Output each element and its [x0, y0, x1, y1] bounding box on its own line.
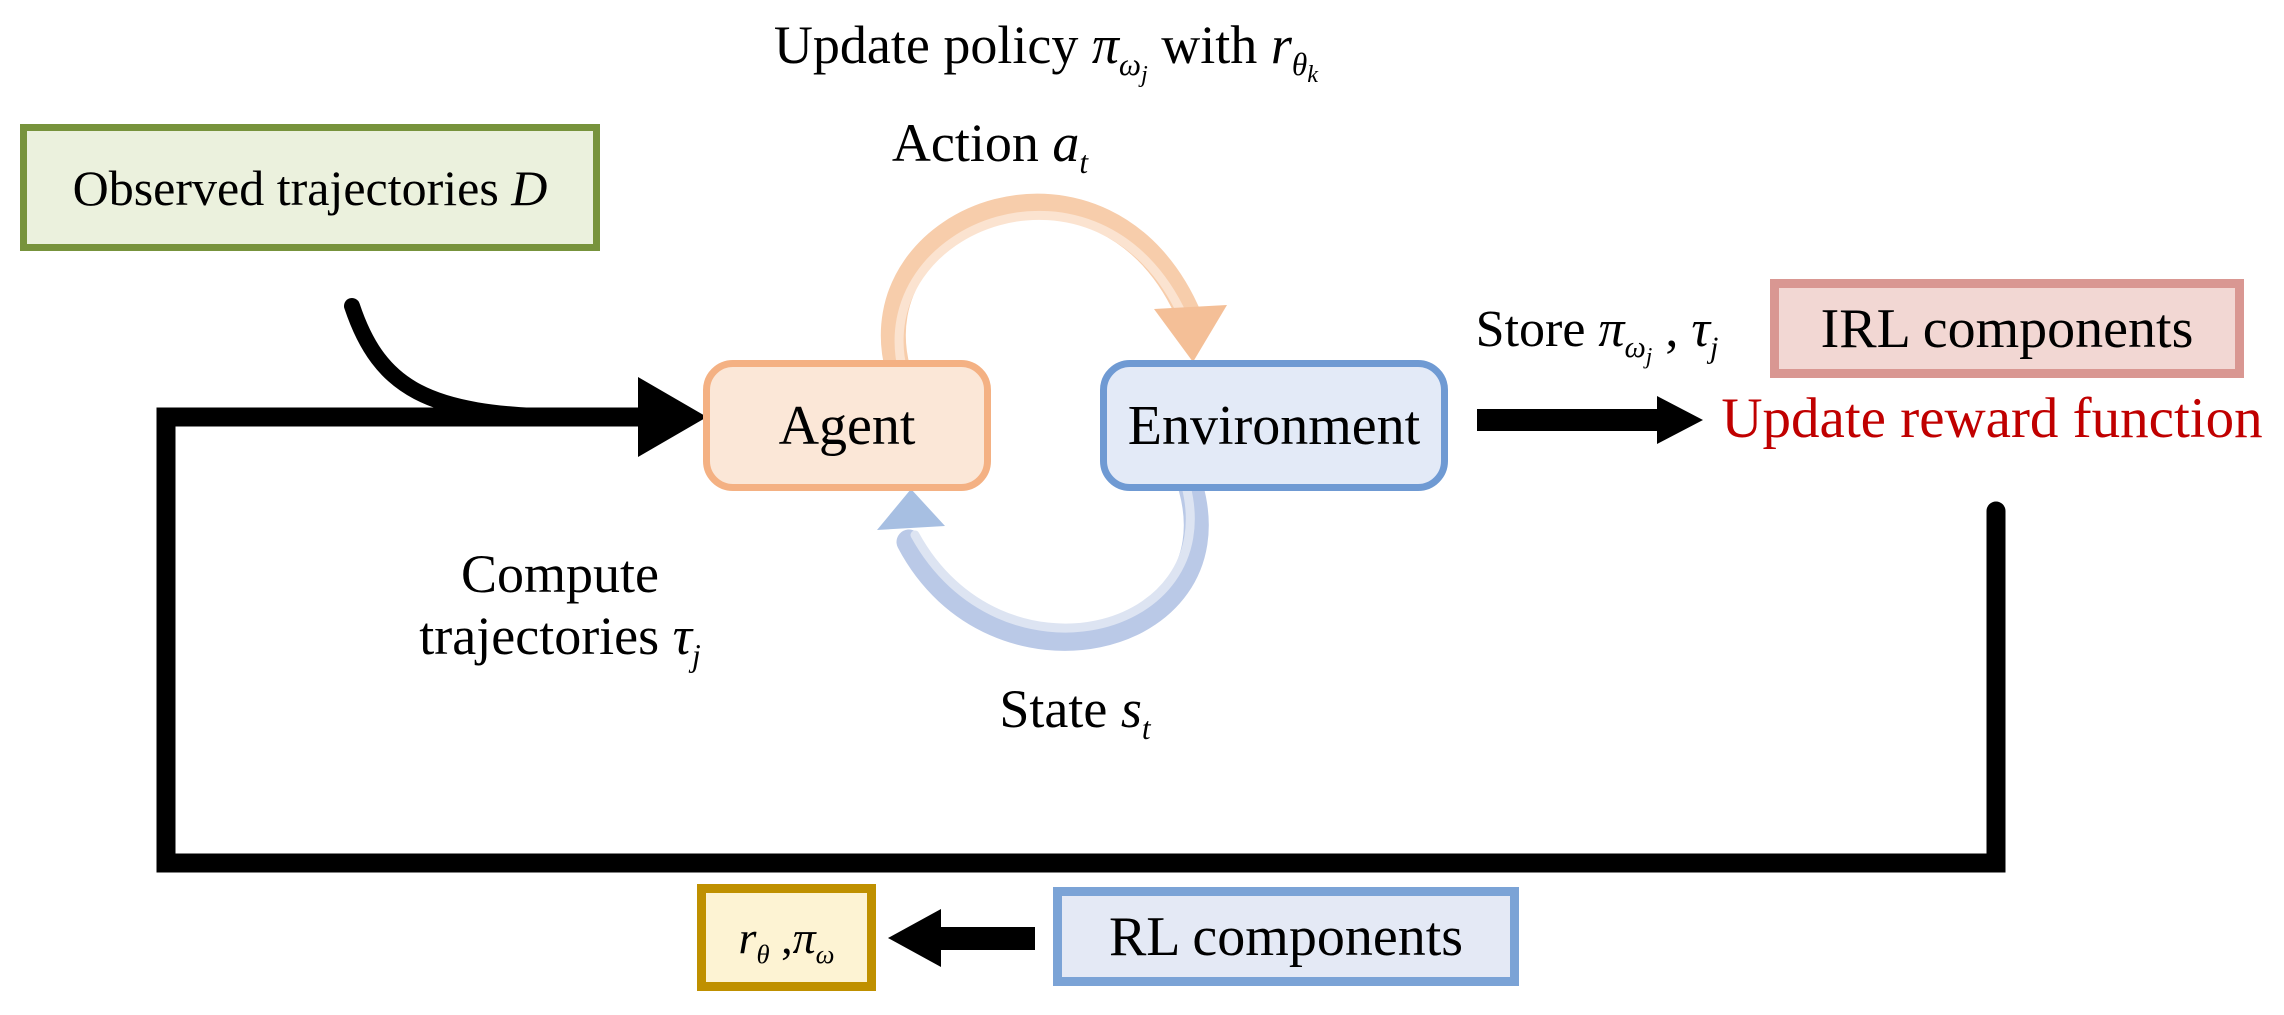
compute-trajectories-line1: Compute — [461, 544, 659, 604]
reward-policy-label: rθ ,πω — [738, 912, 835, 970]
environment-box: Environment — [1100, 360, 1448, 491]
action-label: Action at — [891, 113, 1089, 180]
reward-policy-box: rθ ,πω — [697, 884, 876, 991]
action-arc — [880, 193, 1203, 383]
state-arc — [896, 475, 1209, 651]
action-arc-highlight — [894, 210, 1188, 377]
action-arc-arrowhead — [1154, 305, 1227, 362]
feedback-loop-line — [156, 407, 2006, 873]
rl-components-box: RL components — [1053, 887, 1519, 986]
store-label: Store πωj , τj — [1475, 301, 1719, 371]
update-reward-function-label: Update reward function — [1721, 387, 2263, 450]
environment-label: Environment — [1127, 394, 1421, 457]
update-policy-label: Update policy πωj with rθk — [773, 15, 1319, 88]
irl-components-label: IRL components — [1820, 297, 2194, 360]
state-arc-highlight — [910, 481, 1195, 633]
irl-components-box: IRL components — [1770, 279, 2244, 378]
rl-components-label: RL components — [1108, 905, 1464, 968]
agent-label: Agent — [778, 394, 916, 457]
observed-merge-curve — [344, 298, 568, 425]
state-arc-arrowhead — [877, 489, 945, 530]
agent-box: Agent — [703, 360, 991, 491]
compute-trajectories-line2: trajectories τj — [419, 606, 701, 673]
compute-trajectories-label: Compute trajectories τj — [340, 543, 780, 673]
rl-output-arrow — [888, 909, 1035, 967]
agent-input-arrowhead — [638, 377, 707, 457]
observed-trajectories-label: Observed trajectories D — [72, 159, 548, 216]
store-arrow — [1477, 396, 1703, 444]
observed-trajectories-box: Observed trajectories D — [20, 124, 600, 251]
state-label: State st — [999, 679, 1151, 746]
